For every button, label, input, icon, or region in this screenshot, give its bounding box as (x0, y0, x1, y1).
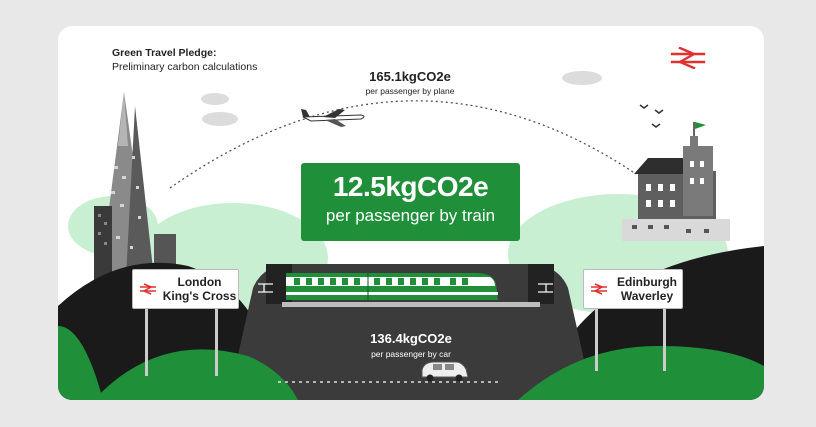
title-line-2: Preliminary carbon calculations (112, 60, 258, 73)
infographic-card: Green Travel Pledge: Preliminary carbon … (58, 26, 764, 400)
national-rail-icon (670, 47, 706, 69)
flag-icon (695, 122, 706, 129)
edinburgh-line-1: Edinburgh (617, 275, 677, 289)
train-icon (286, 273, 498, 300)
london-station-sign: London King's Cross (132, 269, 239, 309)
cloud-icon (201, 71, 602, 126)
train-label: per passenger by train (325, 206, 496, 225)
castle-icon (622, 136, 730, 241)
title-line-1: Green Travel Pledge: (112, 47, 217, 59)
car-label: per passenger by car (371, 349, 451, 359)
london-line-2: King's Cross (162, 289, 237, 303)
national-rail-icon (591, 283, 607, 295)
car-value: 136.4kgCO2e (370, 331, 452, 346)
car-icon (421, 361, 469, 382)
plane-value: 165.1kgCO2e (369, 69, 451, 84)
car-stat: 136.4kgCO2e per passenger by car (336, 331, 486, 359)
plane-stat: 165.1kgCO2e per passenger by plane (340, 69, 480, 96)
plane-icon (301, 109, 365, 127)
pledge-title: Green Travel Pledge: Preliminary carbon … (112, 47, 257, 74)
train-stat: 12.5kgCO2e per passenger by train (301, 163, 520, 241)
shard-icon (100, 92, 154, 278)
plane-label: per passenger by plane (365, 86, 455, 96)
edinburgh-station-sign: Edinburgh Waverley (583, 269, 683, 309)
london-line-1: London (177, 275, 222, 289)
edinburgh-line-2: Waverley (620, 289, 674, 303)
national-rail-icon (140, 283, 156, 295)
birds-icon (639, 104, 664, 128)
train-value: 12.5kgCO2e (332, 171, 489, 202)
